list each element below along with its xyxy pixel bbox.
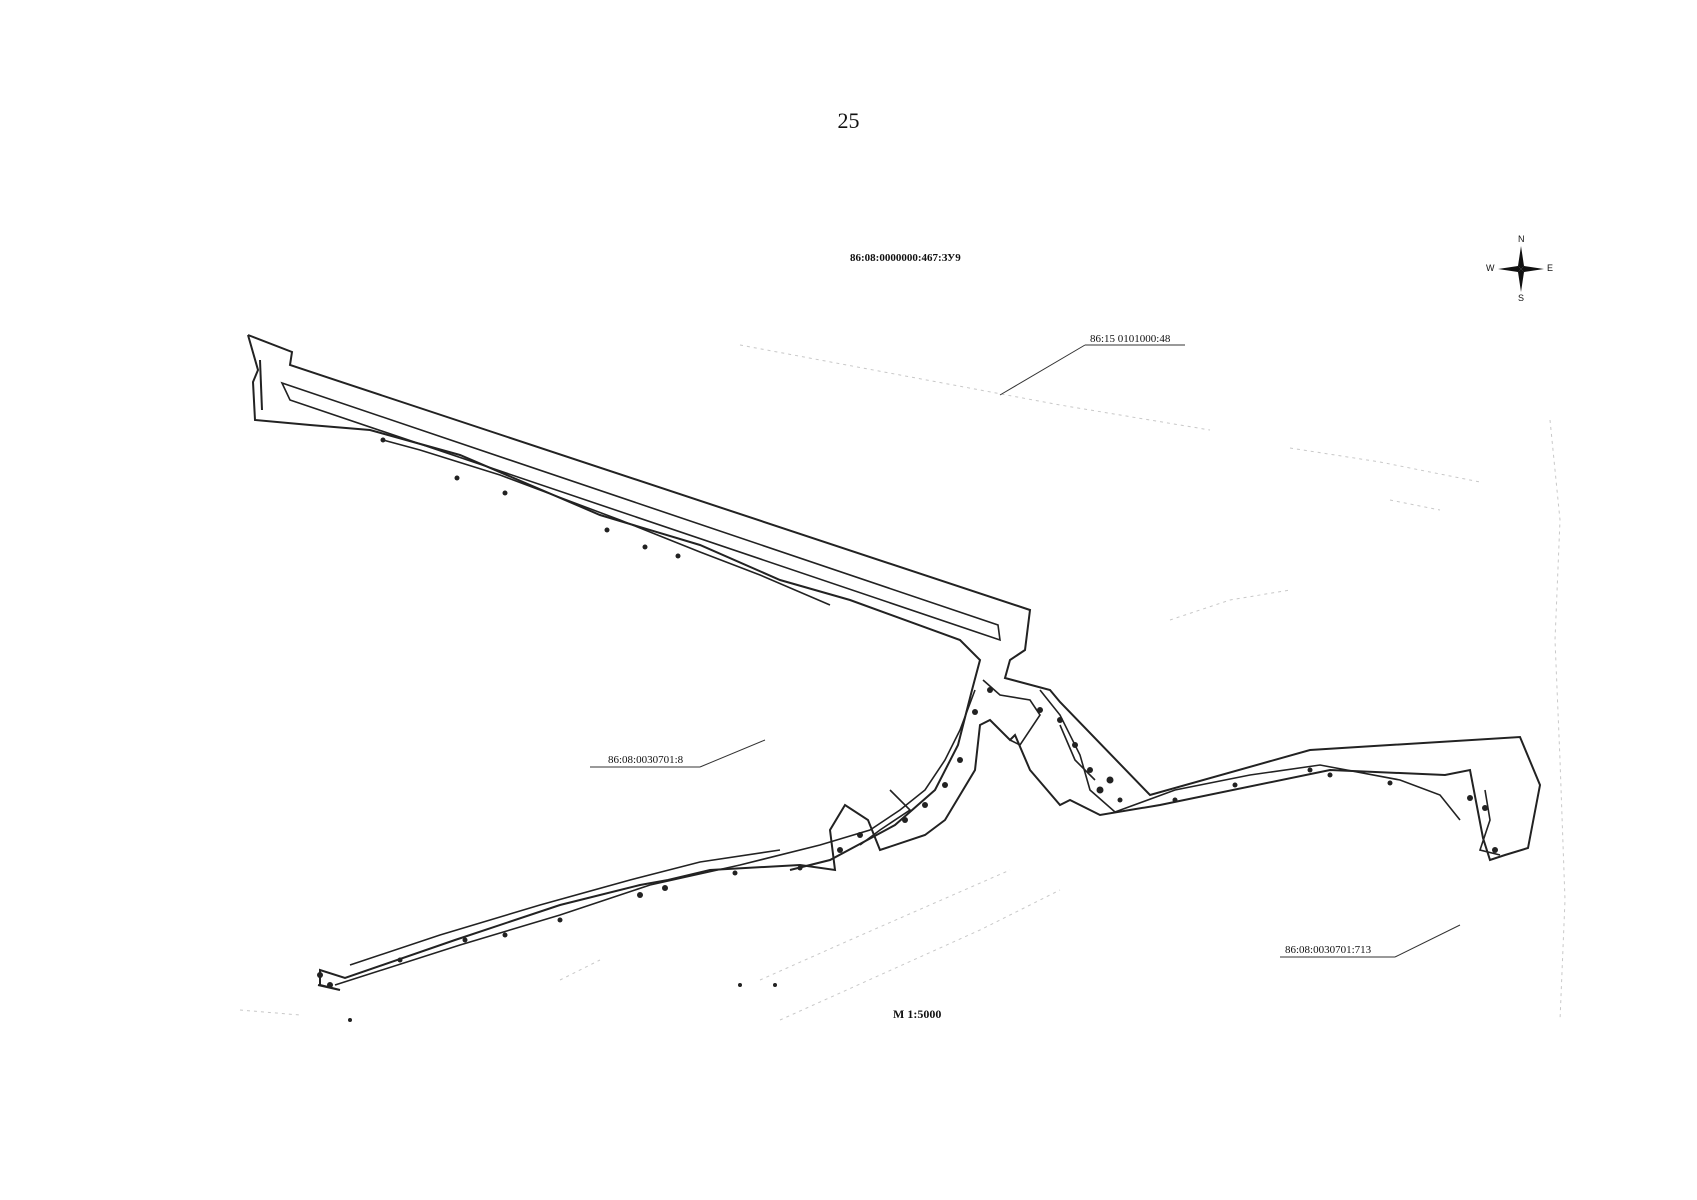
parcel-label-road: 86:15 0101000:48: [1090, 333, 1171, 345]
compass-n: N: [1518, 234, 1525, 244]
map-scale: M 1:5000: [893, 1007, 942, 1021]
compass-icon: [1498, 246, 1544, 292]
survey-points: [317, 437, 1498, 1022]
corridor-lines: [280, 381, 1501, 986]
compass-e: E: [1547, 263, 1554, 273]
allotment-boundary: [247, 334, 1542, 991]
compass-s: S: [1518, 293, 1525, 303]
parcel-label-right: 86:08:0030701:713: [1285, 944, 1372, 956]
parcel-label-left: 86:08:0030701:8: [608, 754, 684, 766]
parcel-label-top: 86:08:0000000:467:ЗУ9: [850, 252, 961, 264]
label-leaders: [590, 344, 1461, 958]
background-contours: [239, 344, 1566, 1021]
compass-rose: N S W E: [1486, 234, 1554, 303]
compass-w: W: [1486, 263, 1495, 273]
page-number: 25: [837, 108, 860, 133]
